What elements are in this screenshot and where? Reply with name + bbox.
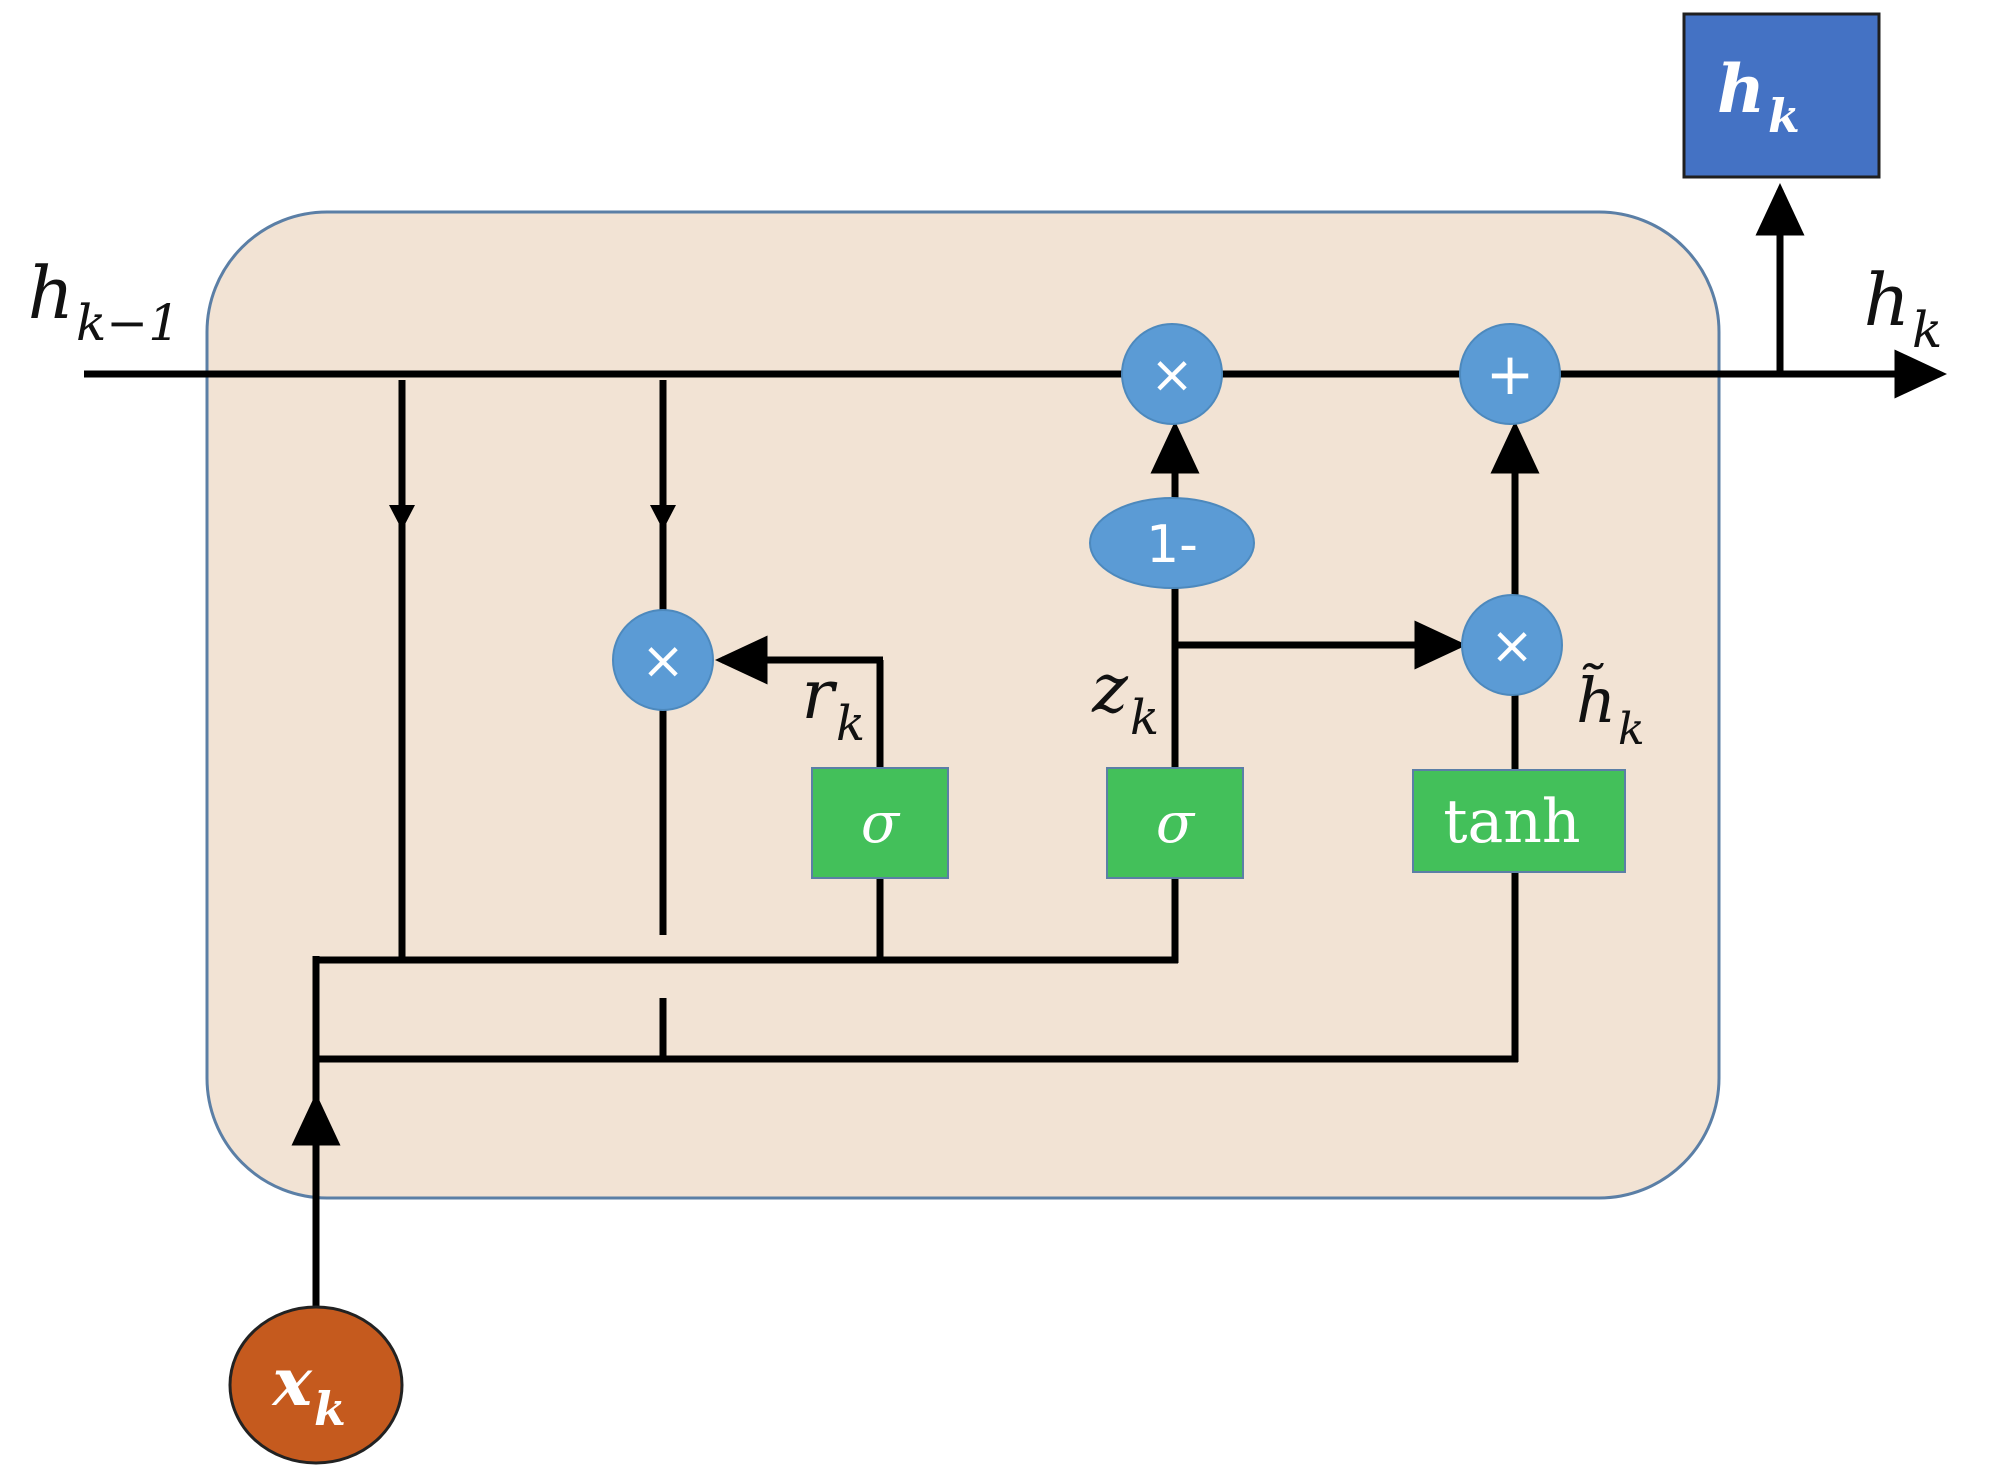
svg-text:k: k (1618, 704, 1645, 755)
multiply-operator-reset: × (612, 609, 714, 711)
svg-text:h: h (1864, 258, 1910, 342)
one-minus-operator: 1- (1089, 497, 1255, 589)
svg-text:×: × (641, 631, 685, 691)
output-hidden-state-box: h k (1682, 12, 1881, 179)
label-update: z k (1091, 650, 1159, 746)
svg-text:k: k (1768, 89, 1800, 143)
svg-text:z: z (1091, 650, 1129, 729)
svg-text:k−1: k−1 (76, 294, 180, 352)
svg-text:r: r (801, 656, 837, 735)
multiply-operator-top: × (1121, 323, 1223, 425)
h-prev-branch-1-arrow (389, 505, 415, 530)
h-prev-branch-2-arrow (650, 505, 676, 530)
label-h-prev: h k−1 (28, 251, 180, 352)
candidate-gate: tanh (1412, 769, 1626, 873)
svg-text:x: x (271, 1343, 313, 1421)
svg-text:k: k (836, 696, 865, 752)
svg-text:1-: 1- (1146, 515, 1198, 575)
svg-text:×: × (1490, 616, 1534, 676)
svg-text:k: k (1912, 301, 1942, 359)
svg-text:k: k (1130, 690, 1159, 746)
label-candidate: h̃ k (1576, 663, 1645, 755)
svg-text:tanh: tanh (1443, 787, 1580, 857)
update-gate: σ (1106, 767, 1244, 879)
label-h-out: h k (1864, 258, 1943, 359)
svg-text:+: + (1486, 340, 1535, 408)
svg-text:h: h (1717, 50, 1765, 128)
reset-gate: σ (811, 767, 949, 879)
svg-text:k: k (314, 1382, 346, 1436)
svg-text:σ: σ (1156, 791, 1196, 856)
input-node: x k (228, 1305, 404, 1465)
multiply-operator-candidate: × (1461, 594, 1563, 696)
svg-text:σ: σ (861, 791, 901, 856)
svg-text:h: h (28, 251, 74, 335)
add-operator-top: + (1459, 323, 1561, 425)
gru-cell-box (205, 210, 1721, 1200)
label-reset: r k (801, 656, 865, 752)
svg-text:h̃: h̃ (1576, 663, 1616, 737)
svg-text:×: × (1150, 345, 1194, 405)
